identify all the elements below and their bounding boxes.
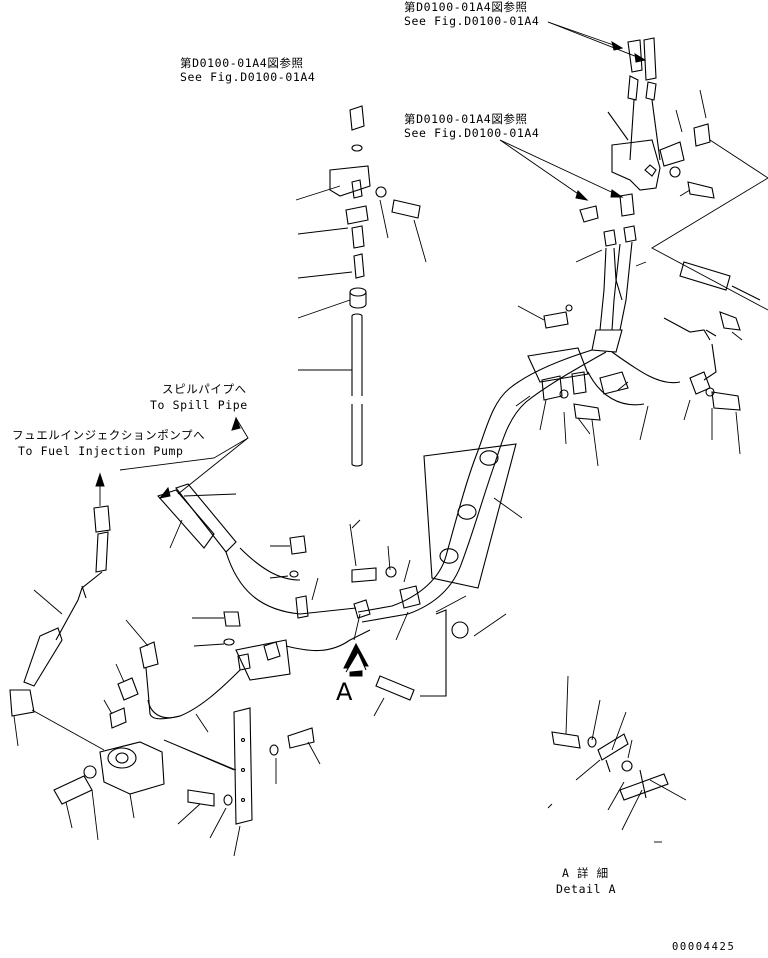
reference-en: See Fig.D0100-01A4 [404,126,540,140]
pipe-extensions [163,417,591,771]
injection-pump-label-jp: フュエルインジェクションポンプへ [12,428,206,442]
injection-pump-line [9,472,111,751]
junction-clamps [349,523,507,717]
reference-note-top-right: 第D0100-01A4図参照 See Fig.D0100-01A4 [404,0,539,28]
reference-note-middle-right: 第D0100-01A4図参照 See Fig.D0100-01A4 [404,112,539,140]
detail-a-title-jp: A 詳 細 [562,866,609,880]
strainer-housing [53,739,235,841]
reference-jp: 第D0100-01A4図参照 [404,0,528,14]
bracket-plate [177,707,321,857]
drawing-number: 00004425 [672,941,736,953]
top-right-hose-assembly [607,37,768,311]
bend-clamps [423,304,629,589]
reference-note-top-centre: 第D0100-01A4図参照 See Fig.D0100-01A4 [180,56,315,84]
spill-pipe-label-jp: スピルパイプへ [162,382,247,396]
detail-a-parts [547,675,687,843]
reference-en: See Fig.D0100-01A4 [180,70,316,84]
spill-return-hoses [119,416,357,619]
right-side-pipe [639,261,761,455]
y-hose-assembly [575,193,647,353]
reference-leaders-top [499,21,647,201]
small-hose-assembly [103,619,181,729]
detail-a-title-en: Detail A [556,882,617,896]
lower-return-hose [147,611,371,733]
reference-jp: 第D0100-01A4図参照 [404,112,528,126]
view-direction-arrow-icon [343,642,369,677]
reference-jp: 第D0100-01A4図参照 [180,56,304,70]
view-marker-label: A [336,678,353,706]
vertical-pipe-column [295,105,427,467]
spill-pipe-label-en: To Spill Pipe [150,398,248,412]
reference-en: See Fig.D0100-01A4 [404,14,540,28]
injection-pump-label-en: To Fuel Injection Pump [18,444,184,458]
main-fuel-pipe [357,349,681,623]
